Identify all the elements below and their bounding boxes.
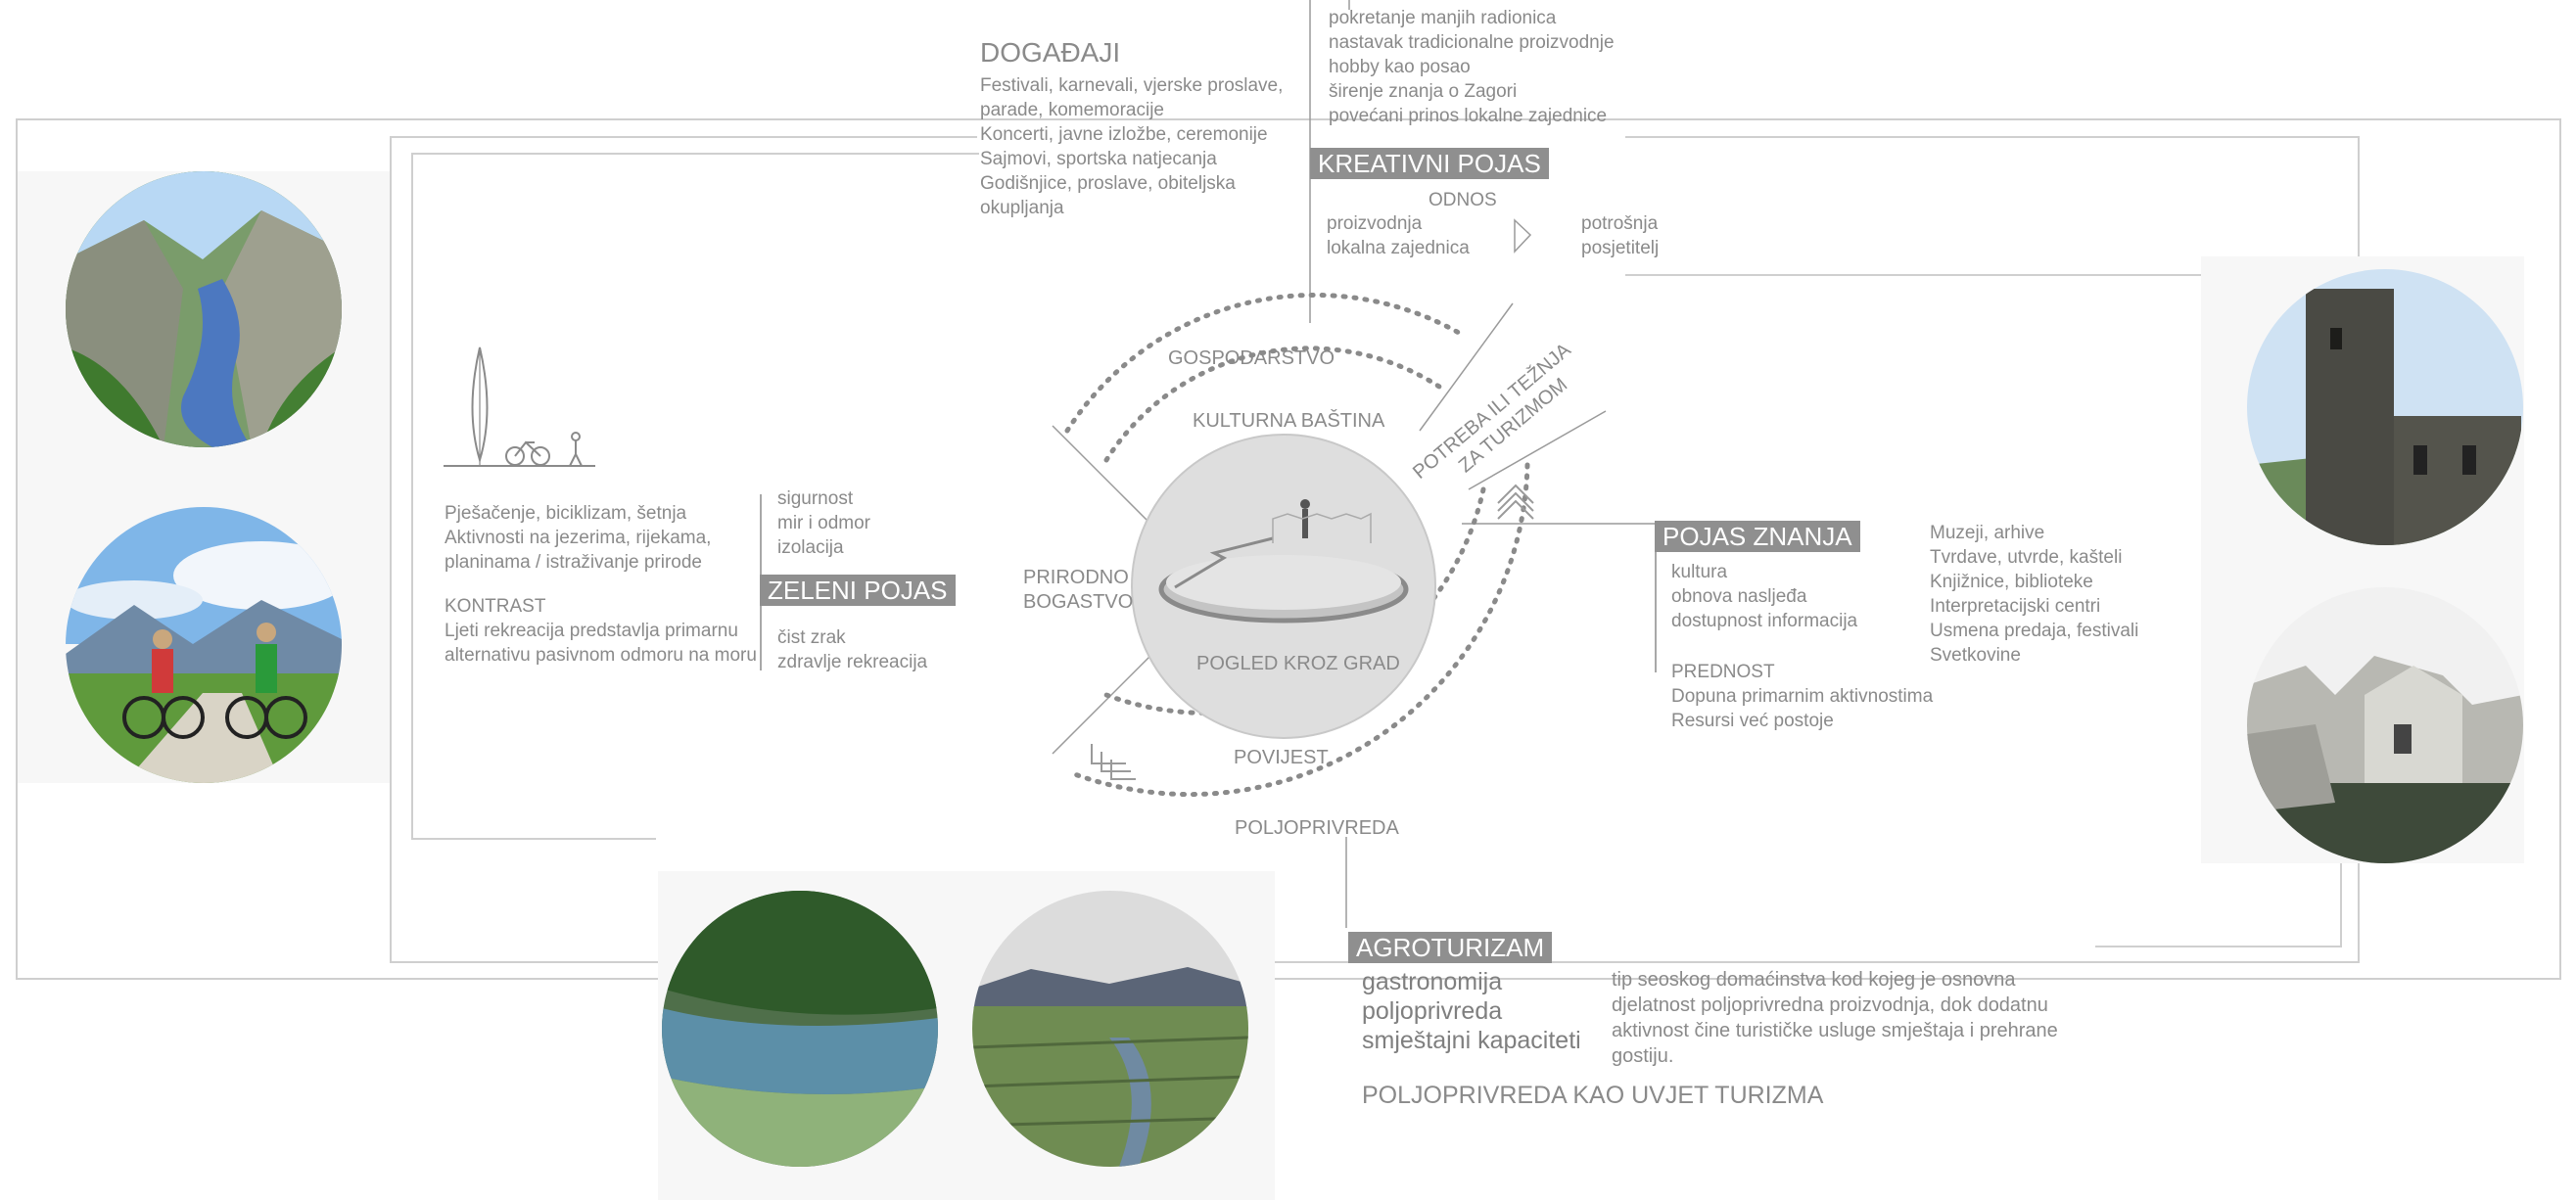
agro-desc-line: djelatnost poljoprivredna proizvodnja, d… bbox=[1612, 994, 2048, 1016]
kreativni-line: širenje znanja o Zagori bbox=[1329, 81, 1518, 102]
prednost-title: PREDNOST bbox=[1671, 662, 1775, 682]
frame3-top bbox=[411, 153, 979, 155]
znanja-right-item: Svetkovine bbox=[1930, 645, 2021, 666]
cypress-tree-icon bbox=[471, 346, 489, 464]
agro-desc-line: aktivnost čine turističke usluge smješta… bbox=[1612, 1020, 2058, 1041]
frame3-right bbox=[2340, 861, 2342, 947]
odnos-left: proizvodnja lokalna zajednica bbox=[1327, 211, 1470, 260]
kreativni-line: povećani prinos lokalne zajednice bbox=[1329, 106, 1608, 126]
person-figure bbox=[1302, 509, 1308, 538]
agro-desc-line: gostiju. bbox=[1612, 1045, 1674, 1067]
agro-item: poljoprivreda bbox=[1362, 997, 1503, 1025]
odnos-right-item: potrošnja bbox=[1581, 213, 1659, 234]
kontrast-title: KONTRAST bbox=[445, 596, 546, 617]
side-left-1: PRIRODNO bbox=[1023, 567, 1129, 588]
walking-person-icon bbox=[569, 432, 583, 467]
agro-footer: POLJOPRIVREDA KAO UVJET TURIZMA bbox=[1362, 1082, 1824, 1109]
arrow-right-icon bbox=[1514, 218, 1532, 254]
kontrast-line: Ljeti rekreacija predstavlja primarnu bbox=[445, 621, 738, 641]
agro-label: AGROTURIZAM bbox=[1348, 932, 1553, 963]
frame3-top-right bbox=[1625, 274, 2203, 276]
outer-frame-left bbox=[16, 118, 18, 980]
outer-frame-bottom bbox=[16, 978, 2561, 980]
vineyard-lake-photo bbox=[662, 891, 938, 1167]
agro-item: smještajni kapaciteti bbox=[1362, 1027, 1581, 1054]
odnos-left-item: proizvodnja bbox=[1327, 213, 1423, 234]
kreativni-line: hobby kao posao bbox=[1329, 57, 1471, 77]
zeleni-label: ZELENI POJAS bbox=[760, 575, 956, 606]
canyon-river-photo bbox=[66, 171, 342, 447]
kreativni-line: nastavak tradicionalne proizvodnje bbox=[1329, 32, 1615, 53]
side-left-2: BOGASTVO bbox=[1023, 591, 1133, 613]
prednost-line: Dopuna primarnim aktivnostima bbox=[1671, 686, 1934, 707]
znanja-right-item: Interpretacijski centri bbox=[1930, 596, 2101, 617]
zeleni-activity: Aktivnosti na jezerima, rijekama, bbox=[445, 528, 712, 548]
agro-desc-line: tip seoskog domaćinstva kod kojeg je osn… bbox=[1612, 969, 2016, 991]
odnos-left-item: lokalna zajednica bbox=[1327, 238, 1470, 258]
frame2-top-right bbox=[1625, 136, 2360, 138]
znanja-items: kultura obnova nasljeđa dostupnost infor… bbox=[1671, 560, 1857, 633]
odnos-right: potrošnja posjetitelj bbox=[1581, 211, 1659, 260]
dogadaji-line: Godišnjice, proslave, obiteljska bbox=[980, 173, 1236, 194]
dogadaji-line: Festivali, karnevali, vjerske proslave, bbox=[980, 75, 1284, 96]
outer-frame-right bbox=[2559, 118, 2561, 980]
znanja-item: dostupnost informacija bbox=[1671, 611, 1858, 631]
ring-label-kulturna: KULTURNA BAŠTINA bbox=[1193, 409, 1385, 432]
ring-label-gospodarstvo: GOSPODARSTVO bbox=[1168, 347, 1335, 369]
dogadaji-title: DOGAĐAJI bbox=[980, 37, 1121, 68]
zeleni-top-item: izolacija bbox=[777, 537, 844, 558]
dogadaji-line: parade, komemoracije bbox=[980, 100, 1164, 120]
dogadaji-line: okupljanja bbox=[980, 198, 1064, 218]
odnos-label: ODNOS bbox=[1429, 190, 1497, 210]
frame3-bottom-right bbox=[2095, 946, 2342, 947]
kreativni-label: KREATIVNI POJAS bbox=[1310, 148, 1549, 179]
ring-label-povijest: POVIJEST bbox=[1234, 747, 1329, 768]
center-title: POGLED KROZ GRAD bbox=[1196, 653, 1400, 674]
kreativni-line: pokretanje manjih radionica bbox=[1329, 8, 1557, 28]
znanja-right-item: Muzeji, arhive bbox=[1930, 523, 2045, 543]
agro-description: tip seoskog domaćinstva kod kojeg je osn… bbox=[1612, 967, 2058, 1069]
zeleni-bottom-item: zdravlje rekreacija bbox=[777, 652, 928, 672]
frame2-left bbox=[390, 136, 392, 963]
zeleni-kontrast: KONTRAST Ljeti rekreacija predstavlja pr… bbox=[445, 594, 757, 668]
zeleni-activities: Pješačenje, biciklizam, šetnja Aktivnost… bbox=[445, 501, 711, 575]
odnos-right-item: posjetitelj bbox=[1581, 238, 1660, 258]
znanja-right-item: Usmena predaja, festivali bbox=[1930, 621, 2139, 641]
znanja-item: obnova nasljeđa bbox=[1671, 586, 1807, 607]
agro-item: gastronomija bbox=[1362, 968, 1503, 995]
znanja-right-item: Knjižnice, biblioteke bbox=[1930, 572, 2093, 592]
chevron-up-icon bbox=[1497, 499, 1534, 520]
znanja-label: POJAS ZNANJA bbox=[1655, 521, 1860, 552]
zeleni-activity: planinama / istraživanje prirode bbox=[445, 552, 702, 573]
outer-frame-top bbox=[16, 118, 2561, 120]
zeleni-top-item: sigurnost bbox=[777, 488, 854, 509]
znanja-prednost: PREDNOST Dopuna primarnim aktivnostima R… bbox=[1671, 660, 1933, 733]
kontrast-line: alternativu pasivnom odmoru na moru bbox=[445, 645, 757, 666]
frame3-left bbox=[411, 153, 413, 838]
frame2-top-left bbox=[390, 136, 977, 138]
znanja-right-item: Tvrdave, utvrde, kašteli bbox=[1930, 547, 2123, 568]
znanja-divider bbox=[1655, 552, 1657, 672]
chevron-corner-icon bbox=[1091, 744, 1126, 764]
zeleni-bottom-list: čist zrak zdravlje rekreacija bbox=[777, 625, 927, 674]
zeleni-activity: Pješačenje, biciklizam, šetnja bbox=[445, 503, 687, 524]
bicycle-icon bbox=[505, 440, 550, 466]
zeleni-top-item: mir i odmor bbox=[777, 513, 871, 533]
dogadaji-line: Sajmovi, sportska natjecanja bbox=[980, 149, 1217, 169]
prednost-line: Resursi već postoje bbox=[1671, 711, 1834, 731]
kreativni-top-list: pokretanje manjih radionica nastavak tra… bbox=[1329, 6, 1615, 128]
agro-items: gastronomija poljoprivreda smještajni ka… bbox=[1362, 967, 1581, 1055]
stone-tower-photo bbox=[2247, 269, 2523, 545]
zeleni-bottom-item: čist zrak bbox=[777, 627, 846, 648]
znanja-right-list: Muzeji, arhive Tvrdave, utvrde, kašteli … bbox=[1930, 521, 2138, 668]
znanja-item: kultura bbox=[1671, 562, 1728, 582]
frame3-bottom bbox=[411, 838, 656, 840]
zeleni-top-list: sigurnost mir i odmor izolacija bbox=[777, 486, 870, 560]
ring-label-poljoprivreda: POLJOPRIVREDA bbox=[1235, 817, 1399, 839]
dogadaji-line: Koncerti, javne izložbe, ceremonije bbox=[980, 124, 1268, 145]
dogadaji-list: Festivali, karnevali, vjerske proslave, … bbox=[980, 73, 1283, 220]
